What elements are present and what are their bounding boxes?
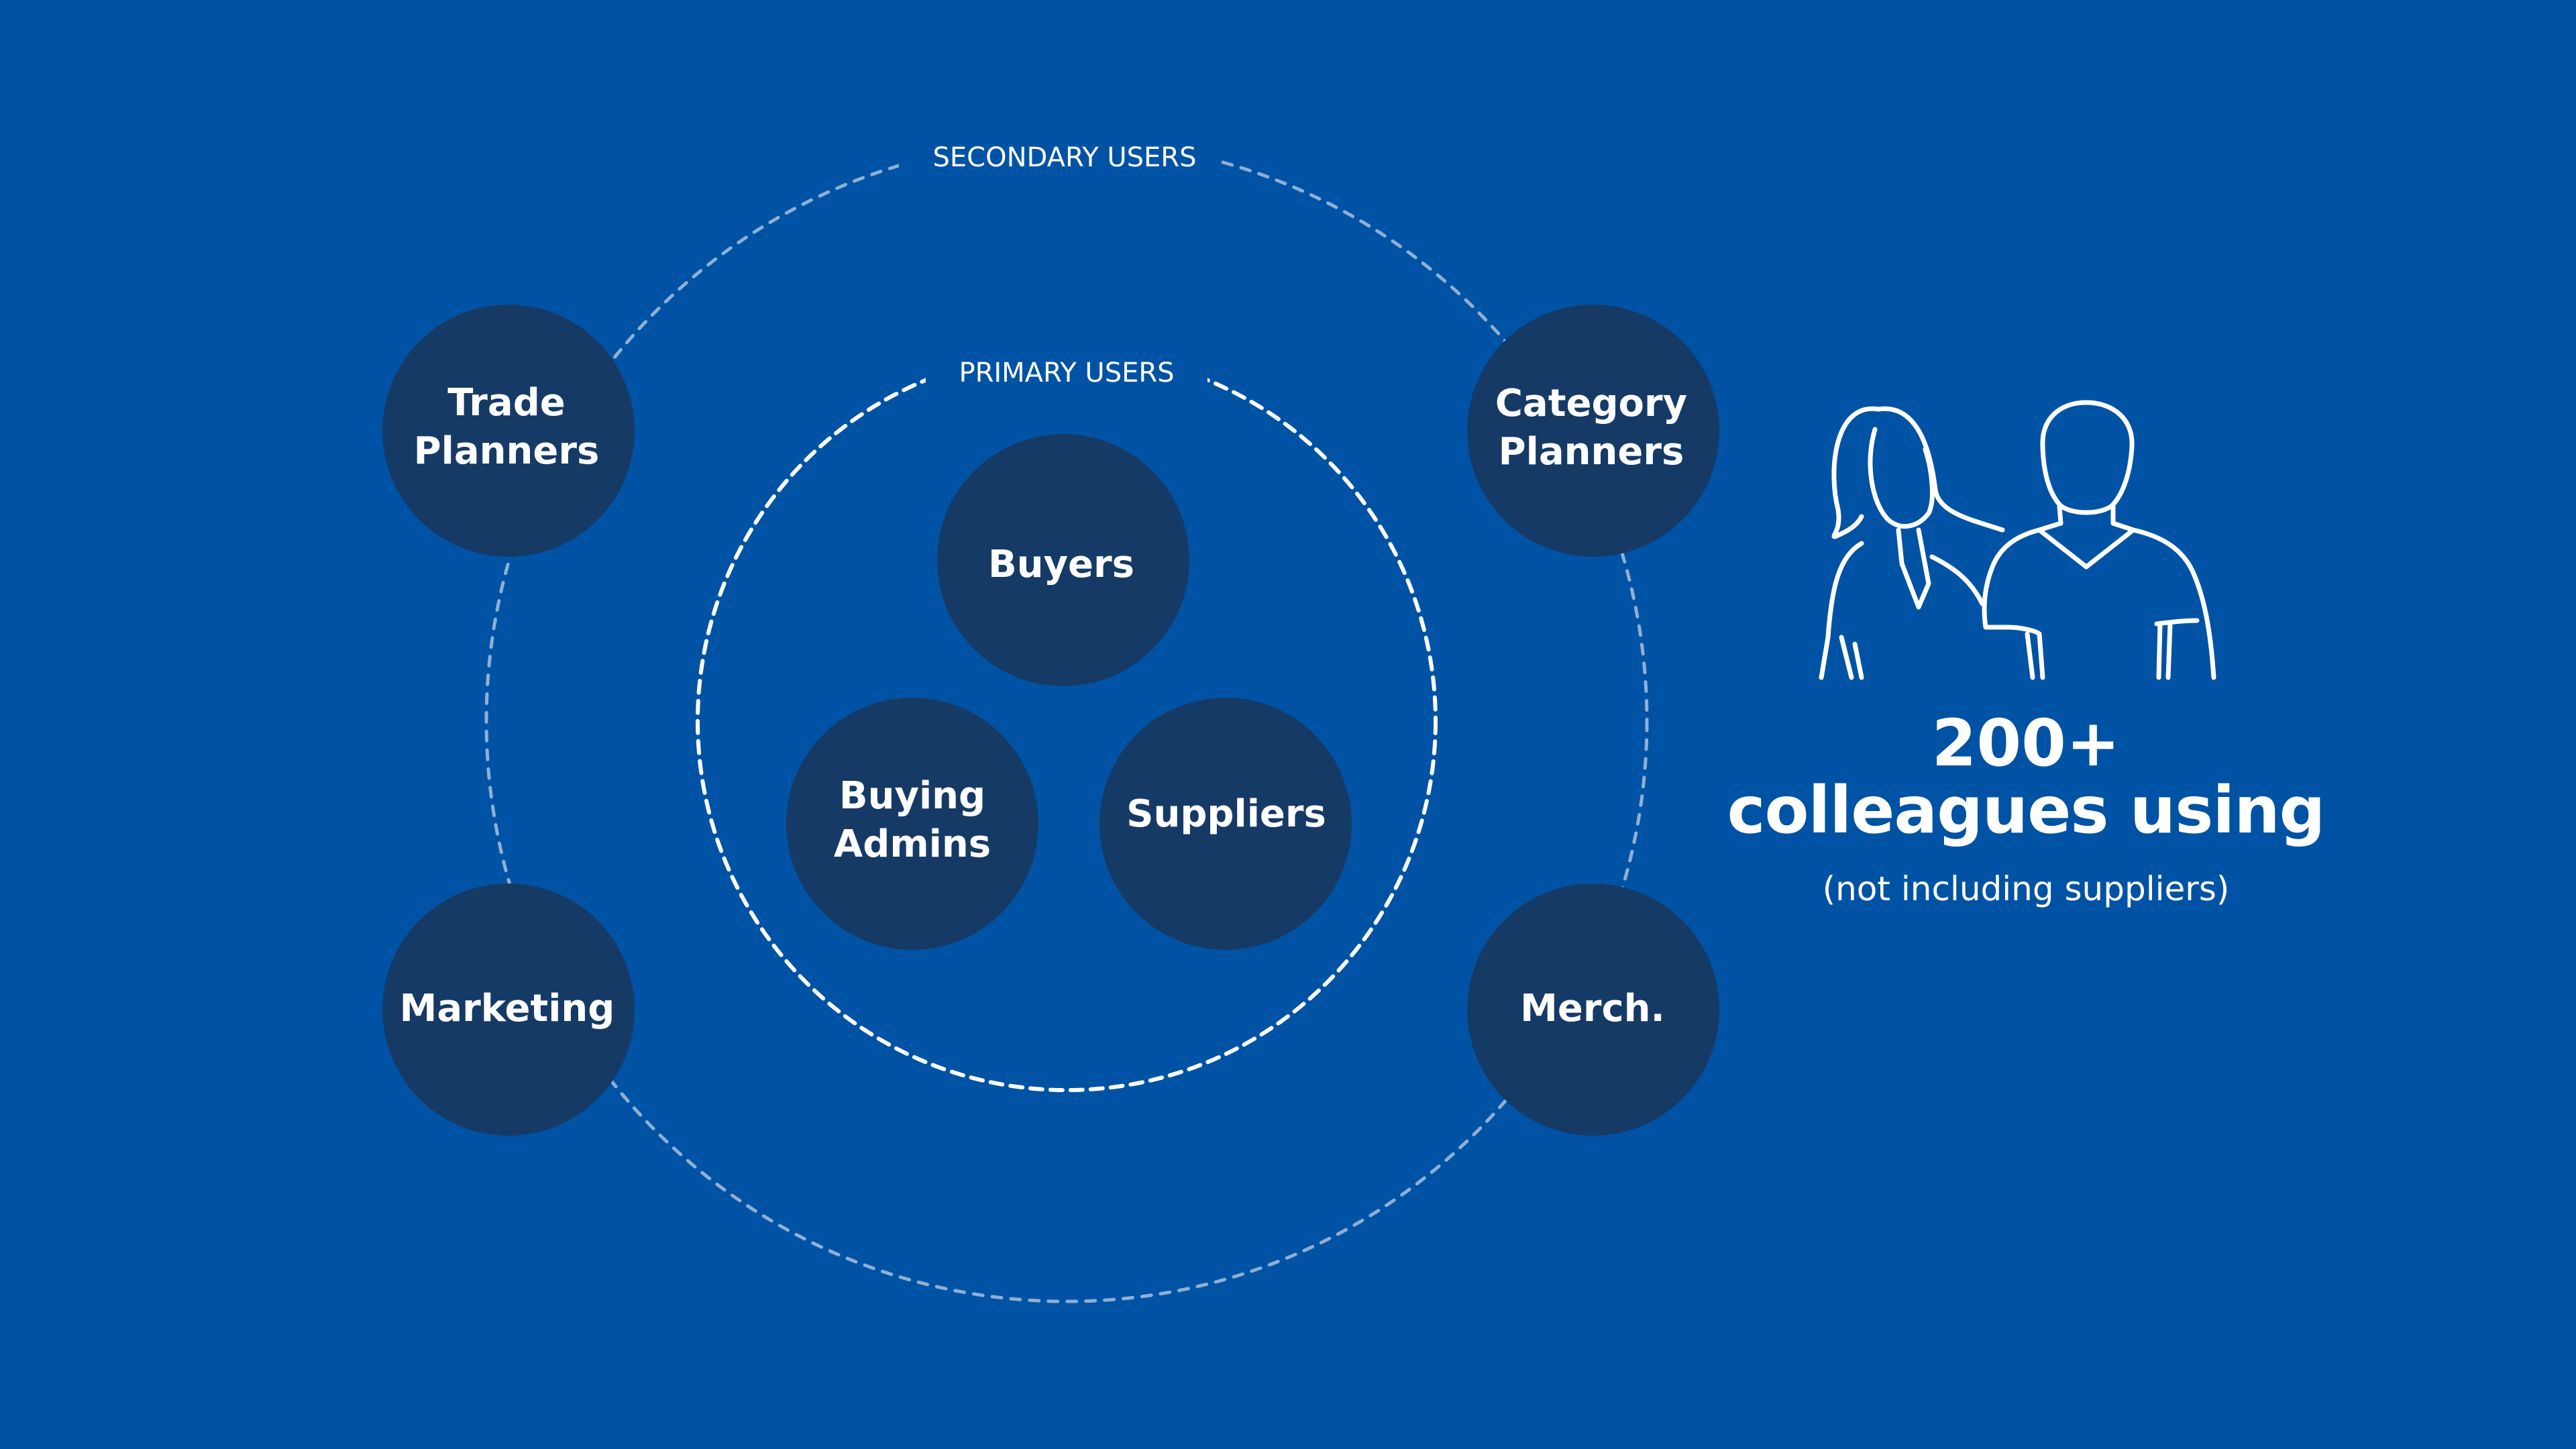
node-trade-planners: Trade Planners [382, 305, 635, 557]
node-suppliers-label: Suppliers [1126, 792, 1326, 836]
node-buying-admins: Buying Admins [786, 698, 1038, 950]
node-marketing: Marketing [382, 883, 635, 1136]
node-buyers-label: Buyers [988, 543, 1134, 586]
node-trade-planners-label-line1: Trade [447, 381, 566, 425]
node-merch-label: Merch. [1520, 987, 1665, 1030]
primary-users-label: PRIMARY USERS [959, 358, 1174, 388]
stat-label: colleagues using [1727, 773, 2326, 848]
node-buying-admins-label-line2: Admins [834, 822, 991, 866]
node-merch: Merch. [1467, 883, 1719, 1136]
node-category-planners-label-line1: Category [1495, 382, 1687, 425]
node-category-planners: Category Planners [1467, 305, 1719, 557]
node-buyers: Buyers [937, 434, 1189, 686]
node-buying-admins-label-line1: Buying [839, 774, 985, 818]
node-category-planners-label-line2: Planners [1499, 430, 1684, 474]
node-marketing-label: Marketing [400, 987, 615, 1030]
stat-note: (not including suppliers) [1822, 869, 2230, 908]
people-icon [1819, 400, 2216, 680]
node-suppliers: Suppliers [1099, 698, 1352, 950]
node-trade-planners-label-line2: Planners [414, 429, 600, 473]
secondary-users-label: SECONDARY USERS [933, 142, 1197, 173]
secondary-users-ring [484, 139, 1649, 1303]
stat-number: 200+ [1931, 706, 2121, 781]
